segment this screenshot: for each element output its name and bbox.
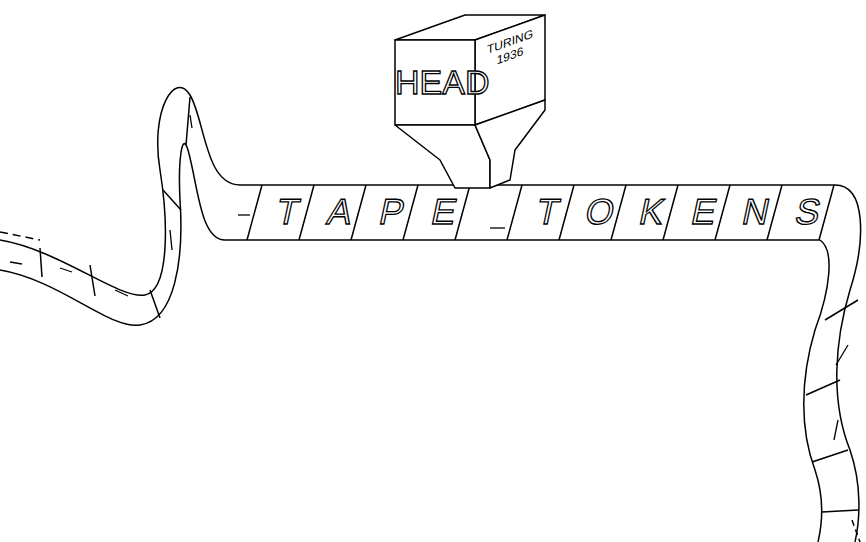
tape-token: E bbox=[688, 192, 721, 232]
tape-edge bbox=[0, 87, 240, 295]
tape-edge bbox=[835, 185, 861, 542]
tape-edge bbox=[240, 184, 835, 186]
tape-edge bbox=[0, 144, 225, 326]
cell-dividers bbox=[40, 97, 858, 512]
head-label: HEAD bbox=[395, 40, 475, 125]
head-box-face: HEADTURING 1936 bbox=[395, 40, 475, 125]
head-box bbox=[395, 15, 545, 188]
blank-symbols bbox=[10, 115, 848, 440]
tape-token: S bbox=[792, 192, 825, 232]
tape-continuation bbox=[852, 520, 860, 542]
tape-continuation bbox=[0, 232, 40, 240]
tape-token: N bbox=[739, 192, 774, 232]
tape-token: T bbox=[273, 192, 304, 232]
tape-token: P bbox=[376, 192, 409, 232]
tape-token: K bbox=[636, 192, 669, 232]
tape-token: O bbox=[582, 192, 619, 232]
tape-token: E bbox=[428, 192, 461, 232]
tape-edge bbox=[225, 239, 820, 241]
tape-token: A bbox=[324, 192, 357, 232]
tape-token: T bbox=[533, 192, 564, 232]
